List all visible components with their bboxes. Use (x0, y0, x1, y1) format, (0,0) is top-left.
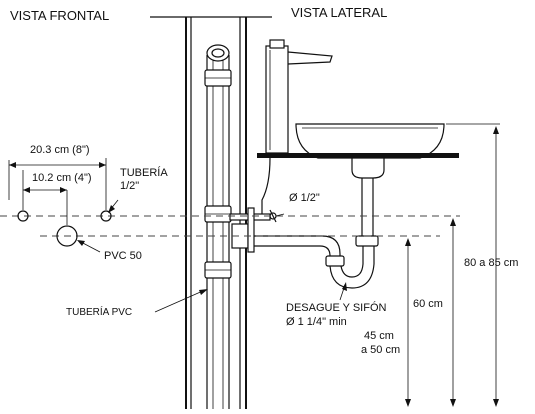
height-80-label: 80 a 85 cm (464, 257, 518, 269)
side-view-title: VISTA LATERAL (291, 5, 387, 20)
pvc50-label: PVC 50 (104, 250, 142, 262)
height-60-label: 60 cm (413, 298, 443, 310)
pipe-half-label-2: 1/2" (120, 180, 139, 192)
reference-lines (0, 123, 500, 237)
wall-connectors (229, 207, 277, 253)
dim-4in-label: 10.2 cm (4") (32, 172, 92, 184)
height-dimensions (405, 126, 499, 407)
leader-arrows (77, 199, 347, 313)
front-view-title: VISTA FRONTAL (10, 8, 109, 23)
diameter-half-label: Ø 1/2" (289, 192, 320, 204)
drain-label-1: DESAGUE Y SIFÓN (286, 301, 387, 314)
height-45-label-1: 45 cm (364, 330, 394, 342)
pvc-pipe-label: TUBERÍA PVC (66, 305, 132, 318)
front-view-symbols (8, 158, 112, 247)
labels: VISTA FRONTAL VISTA LATERAL 20.3 cm (8")… (10, 5, 518, 356)
drain-label-2: Ø 1 1/4" min (286, 316, 347, 328)
vertical-pvc-pipe (204, 44, 232, 409)
height-45-label-2: a 50 cm (361, 344, 400, 356)
dim-8in-label: 20.3 cm (8") (30, 144, 90, 156)
pipe-half-label-1: TUBERÍA (120, 166, 168, 179)
drain-pipe (254, 178, 379, 289)
faucet (261, 39, 333, 214)
sink (257, 123, 459, 179)
wall (185, 17, 247, 409)
